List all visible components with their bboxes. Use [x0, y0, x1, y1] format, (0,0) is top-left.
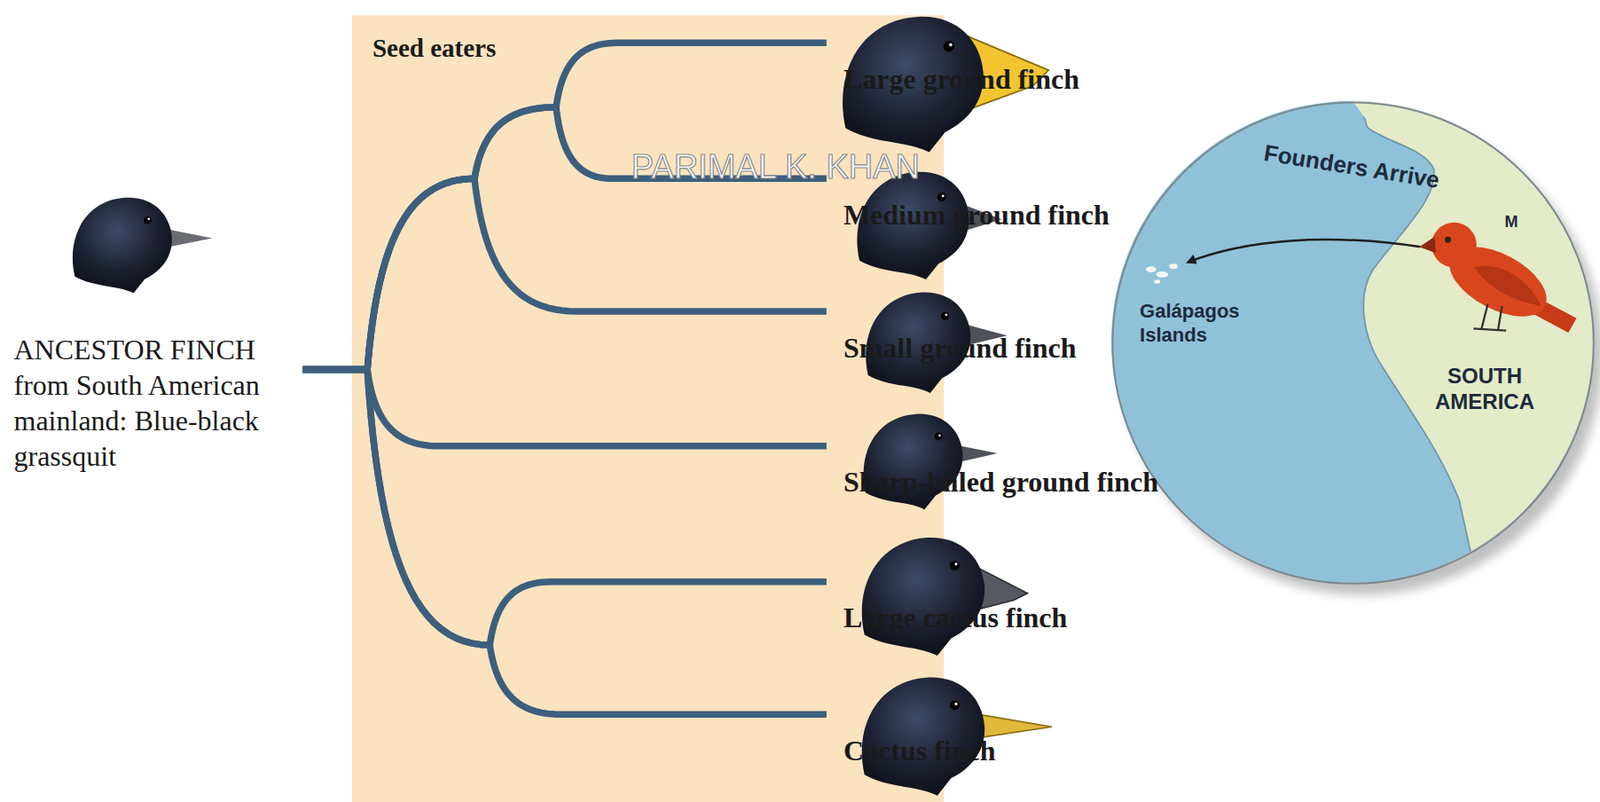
species-name: Sharp-billed ground finch — [843, 463, 1057, 500]
map-circle: Founders ArriveM Galápagos IslandsSOUTH A… — [1111, 101, 1595, 585]
map-marker: M — [1504, 212, 1518, 233]
ancestor-head — [72, 197, 212, 294]
species-label: Large cactus finch — [823, 581, 827, 604]
watermark: PARIMAL K. KHAN — [631, 147, 920, 186]
place-name: SOUTH AMERICA — [1413, 364, 1556, 416]
globe-map — [1102, 92, 1600, 603]
panel-ground — [352, 15, 944, 802]
map-title: Founders Arrive — [1262, 138, 1442, 194]
species-name: Cactus finch — [843, 732, 997, 769]
species-label: Small ground finch — [823, 311, 827, 333]
species-label: Cactus finch — [823, 713, 827, 736]
branch-line — [303, 178, 827, 369]
branch-line — [303, 42, 827, 369]
species-name: Large cactus finch — [843, 599, 1057, 636]
ancestor-text: ANCESTOR FINCH from South American mainl… — [14, 331, 299, 474]
group-panel: Seed eatersLarge ground finchMedium grou… — [352, 15, 944, 802]
species-label: Large ground finch — [823, 42, 827, 64]
species-name: Large ground finch — [843, 61, 1057, 97]
species-name: Small ground finch — [843, 329, 1057, 366]
species-label: Sharp-billed ground finch — [823, 446, 827, 468]
ancestor-label: ANCESTOR FINCH from South American mainl… — [10, 328, 304, 478]
panel-heading: Seed eaters — [372, 33, 496, 63]
founder-bird — [1419, 222, 1577, 333]
branch-line — [303, 368, 827, 714]
branch-line — [303, 107, 827, 370]
branch-line — [303, 368, 827, 446]
circle-outline — [1112, 101, 1593, 583]
finch-head — [862, 537, 1028, 656]
place-name: Galápagos Islands — [1139, 299, 1264, 347]
species-name: Medium ground finch — [843, 196, 1057, 233]
